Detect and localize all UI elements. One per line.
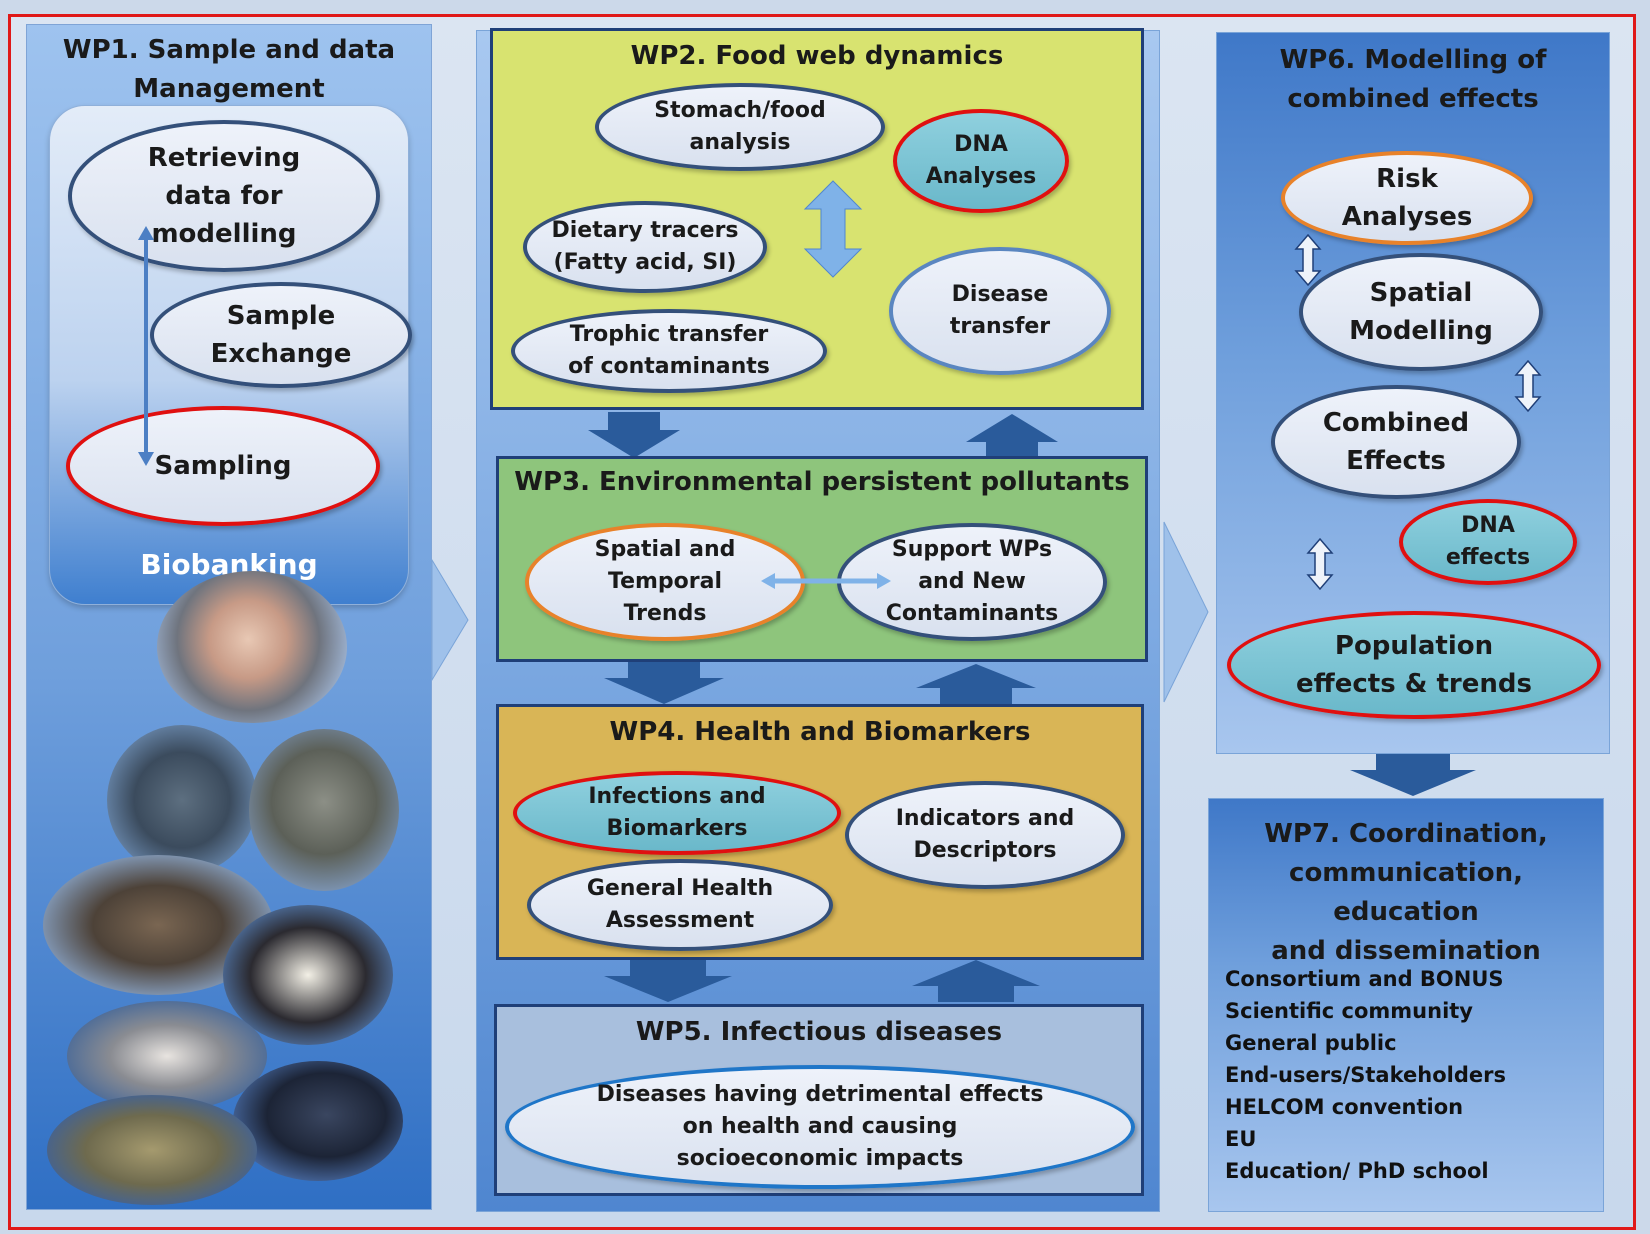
wp4-to-wp5-down-arrow — [604, 960, 732, 1002]
stomach-analysis-ellipse: Stomach/food analysis — [595, 83, 885, 171]
wp3-horizontal-arrow — [761, 573, 891, 589]
dna-effects-ellipse: DNA effects — [1399, 499, 1577, 585]
spatial-modelling-ellipse: Spatial Modelling — [1299, 253, 1543, 371]
dna-analyses-ellipse: DNA Analyses — [893, 109, 1069, 213]
fisherman-photo — [157, 571, 347, 723]
population-effects-ellipse: Population effects & trends — [1227, 611, 1601, 719]
wp5-box: WP5. Infectious diseases Diseases having… — [494, 1004, 1144, 1196]
trophic-transfer-ellipse: Trophic transfer of contaminants — [511, 309, 827, 393]
wp5-to-wp4-up-arrow — [912, 960, 1040, 1002]
risk-analyses-ellipse: Risk Analyses — [1281, 151, 1533, 245]
wp6-arrow-spatial-combined — [1514, 359, 1542, 413]
dolphin-photo — [107, 725, 257, 875]
retrieving-data-ellipse: Retrieving data for modelling — [68, 120, 380, 272]
wp1-panel: WP1. Sample and data Management Retrievi… — [26, 24, 432, 1210]
wp1-vertical-arrow — [138, 226, 154, 466]
spatial-temporal-trends-ellipse: Spatial and Temporal Trends — [525, 523, 805, 641]
wp6-panel: WP6. Modelling of combined effects Risk … — [1216, 32, 1610, 754]
wp4-to-wp3-up-arrow — [916, 664, 1036, 704]
general-health-ellipse: General Health Assessment — [527, 859, 833, 951]
mussel-photo — [233, 1061, 403, 1181]
wp7-panel: WP7. Coordination, communication, educat… — [1208, 798, 1604, 1212]
wp2-box: WP2. Food web dynamics Stomach/food anal… — [490, 28, 1144, 410]
stakeholder-item: Education/ PhD school — [1225, 1159, 1489, 1183]
disease-transfer-ellipse: Disease transfer — [889, 247, 1111, 375]
support-wps-ellipse: Support WPs and New Contaminants — [837, 523, 1107, 641]
stakeholder-item: Consortium and BONUS — [1225, 967, 1504, 991]
wp4-box: WP4. Health and Biomarkers Infections an… — [496, 704, 1144, 960]
indicators-descriptors-ellipse: Indicators and Descriptors — [845, 781, 1125, 889]
wp5-title: WP5. Infectious diseases — [635, 1017, 1003, 1047]
dietary-tracers-ellipse: Dietary tracers (Fatty acid, SI) — [523, 201, 767, 293]
wp6-arrow-risk-spatial — [1294, 233, 1322, 287]
wp6-arrow-combined-population — [1306, 537, 1334, 591]
stakeholder-list: Consortium and BONUS Scientific communit… — [1225, 963, 1506, 1187]
wp6-to-wp7-down-arrow — [1350, 754, 1476, 796]
sampling-ellipse: Sampling — [66, 406, 380, 526]
wp3-to-wp4-down-arrow — [604, 662, 724, 704]
wp7-title: WP7. Coordination, communication, educat… — [1264, 819, 1548, 966]
combined-effects-ellipse: Combined Effects — [1271, 385, 1521, 499]
diseases-ellipse: Diseases having detrimental effects on h… — [505, 1065, 1135, 1189]
salmon-photo — [67, 1001, 267, 1111]
wp2-to-wp3-down-arrow — [588, 412, 680, 458]
wp3-title: WP3. Environmental persistent pollutants — [514, 467, 1130, 497]
wp2-updown-arrow — [803, 180, 863, 278]
wp1-title: WP1. Sample and data Management — [62, 35, 396, 104]
stakeholder-item: Scientific community — [1225, 999, 1473, 1023]
cod-photo — [47, 1095, 257, 1205]
stakeholder-item: General public — [1225, 1031, 1397, 1055]
wp4-title: WP4. Health and Biomarkers — [609, 717, 1031, 747]
infections-biomarkers-ellipse: Infections and Biomarkers — [513, 771, 841, 855]
stakeholder-item: HELCOM convention — [1225, 1095, 1464, 1119]
wp1-to-center-arrow — [431, 558, 469, 682]
eider-duck-photo — [223, 905, 393, 1045]
center-to-wp6-arrow — [1163, 521, 1209, 703]
wp2-title: WP2. Food web dynamics — [630, 41, 1004, 71]
stakeholder-item: End-users/Stakeholders — [1225, 1063, 1506, 1087]
wp3-box: WP3. Environmental persistent pollutants… — [496, 456, 1148, 662]
sample-exchange-ellipse: Sample Exchange — [150, 282, 412, 388]
seal-photo — [249, 729, 399, 891]
biobanking-box: Retrieving data for modelling Sample Exc… — [49, 105, 412, 605]
wp3-to-wp2-up-arrow — [966, 414, 1058, 460]
wp6-title: WP6. Modelling of combined effects — [1279, 45, 1547, 114]
stakeholder-item: EU — [1225, 1127, 1257, 1151]
